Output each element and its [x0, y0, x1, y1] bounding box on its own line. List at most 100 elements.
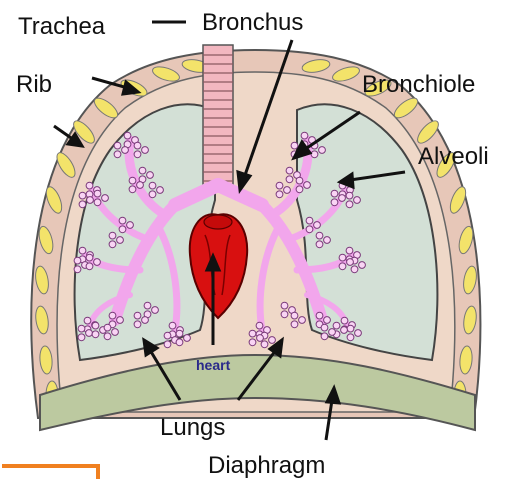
bronchiole-label: Bronchiole: [362, 71, 475, 98]
alveolus: [142, 147, 149, 154]
alveolus: [176, 330, 183, 337]
alveolus: [122, 147, 129, 154]
alveolus: [134, 312, 141, 319]
alveolus: [311, 151, 318, 158]
alveoli-label: Alveoli: [418, 143, 489, 170]
alveolus: [84, 317, 91, 324]
alveolus: [78, 325, 85, 332]
alveolus: [92, 331, 99, 338]
alveolus: [261, 341, 268, 348]
alveolus: [333, 322, 340, 329]
alveolus: [74, 257, 81, 264]
alveolus: [347, 259, 354, 266]
alveolus: [341, 327, 348, 334]
alveolus: [184, 335, 191, 342]
alveolus: [129, 186, 136, 193]
alveolus: [331, 190, 338, 197]
alveolus: [164, 341, 171, 348]
alveolus: [355, 330, 362, 337]
alveolus: [316, 312, 323, 319]
alveolus: [79, 247, 86, 254]
alveolus: [114, 142, 121, 149]
alveolus: [112, 329, 119, 336]
alveolus: [269, 337, 276, 344]
alveolus: [306, 226, 313, 233]
alveolus: [321, 333, 328, 340]
alveolus: [109, 232, 116, 239]
alveolus: [281, 311, 288, 318]
alveolus: [147, 172, 154, 179]
alveolus: [339, 263, 346, 270]
alveolus: [79, 192, 86, 199]
alveolus: [87, 197, 94, 204]
alveolus: [86, 330, 93, 337]
alveolus: [78, 334, 85, 341]
alveolus: [346, 247, 353, 254]
alveolus: [324, 237, 331, 244]
alveolus: [109, 312, 116, 319]
alveolus: [117, 317, 124, 324]
alveolus: [86, 254, 93, 261]
alveolus: [314, 222, 321, 229]
lungs-label: Lungs: [160, 414, 225, 441]
alveolus: [134, 151, 141, 158]
alveolus: [176, 339, 183, 346]
alveolus: [316, 241, 323, 248]
alveolus: [149, 191, 156, 198]
alveolus: [284, 187, 291, 194]
alveolus: [331, 199, 338, 206]
alveolus: [304, 182, 311, 189]
alveolus: [324, 317, 331, 324]
alveolus: [359, 262, 366, 269]
alveolus: [299, 317, 306, 324]
alveolus: [137, 182, 144, 189]
accent-bracket: [2, 466, 98, 479]
heart-label: heart: [196, 357, 231, 373]
trachea: [203, 45, 233, 185]
alveolus: [169, 322, 176, 329]
alveolus: [92, 322, 99, 329]
alveolus: [276, 182, 283, 189]
alveolus: [124, 132, 131, 139]
alveolus: [351, 266, 358, 273]
alveolus: [249, 339, 256, 346]
alveolus: [321, 324, 328, 331]
alveolus: [346, 192, 353, 199]
rib-label: Rib: [16, 71, 52, 98]
alveolus: [94, 190, 101, 197]
alveolus: [94, 259, 101, 266]
alveolus: [296, 177, 303, 184]
alveolus: [119, 217, 126, 224]
bronchus-label: Bronchus: [202, 9, 303, 36]
alveolus: [74, 266, 81, 273]
alveolus: [119, 226, 126, 233]
alveolus: [276, 191, 283, 198]
alveolus: [339, 195, 346, 202]
alveolus: [157, 187, 164, 194]
alveolus: [94, 199, 101, 206]
alveolus: [134, 142, 141, 149]
alveolus: [347, 334, 354, 341]
alveolus: [142, 317, 149, 324]
alveolus: [152, 307, 159, 314]
alveolus: [281, 302, 288, 309]
alveolus: [291, 312, 298, 319]
alveolus: [256, 322, 263, 329]
alveolus: [86, 182, 93, 189]
trachea-label: Trachea: [18, 13, 106, 40]
alveolus: [329, 329, 336, 336]
alveolus: [79, 201, 86, 208]
alveolus: [339, 254, 346, 261]
alveolus: [306, 217, 313, 224]
alveolus: [347, 325, 354, 332]
alveolus: [296, 186, 303, 193]
alveolus: [291, 321, 298, 328]
alveolus: [149, 182, 156, 189]
alveolus: [291, 142, 298, 149]
alveolus: [301, 132, 308, 139]
alveolus: [286, 167, 293, 174]
alveolus: [86, 263, 93, 270]
alveolus: [127, 222, 134, 229]
alveolus: [164, 332, 171, 339]
